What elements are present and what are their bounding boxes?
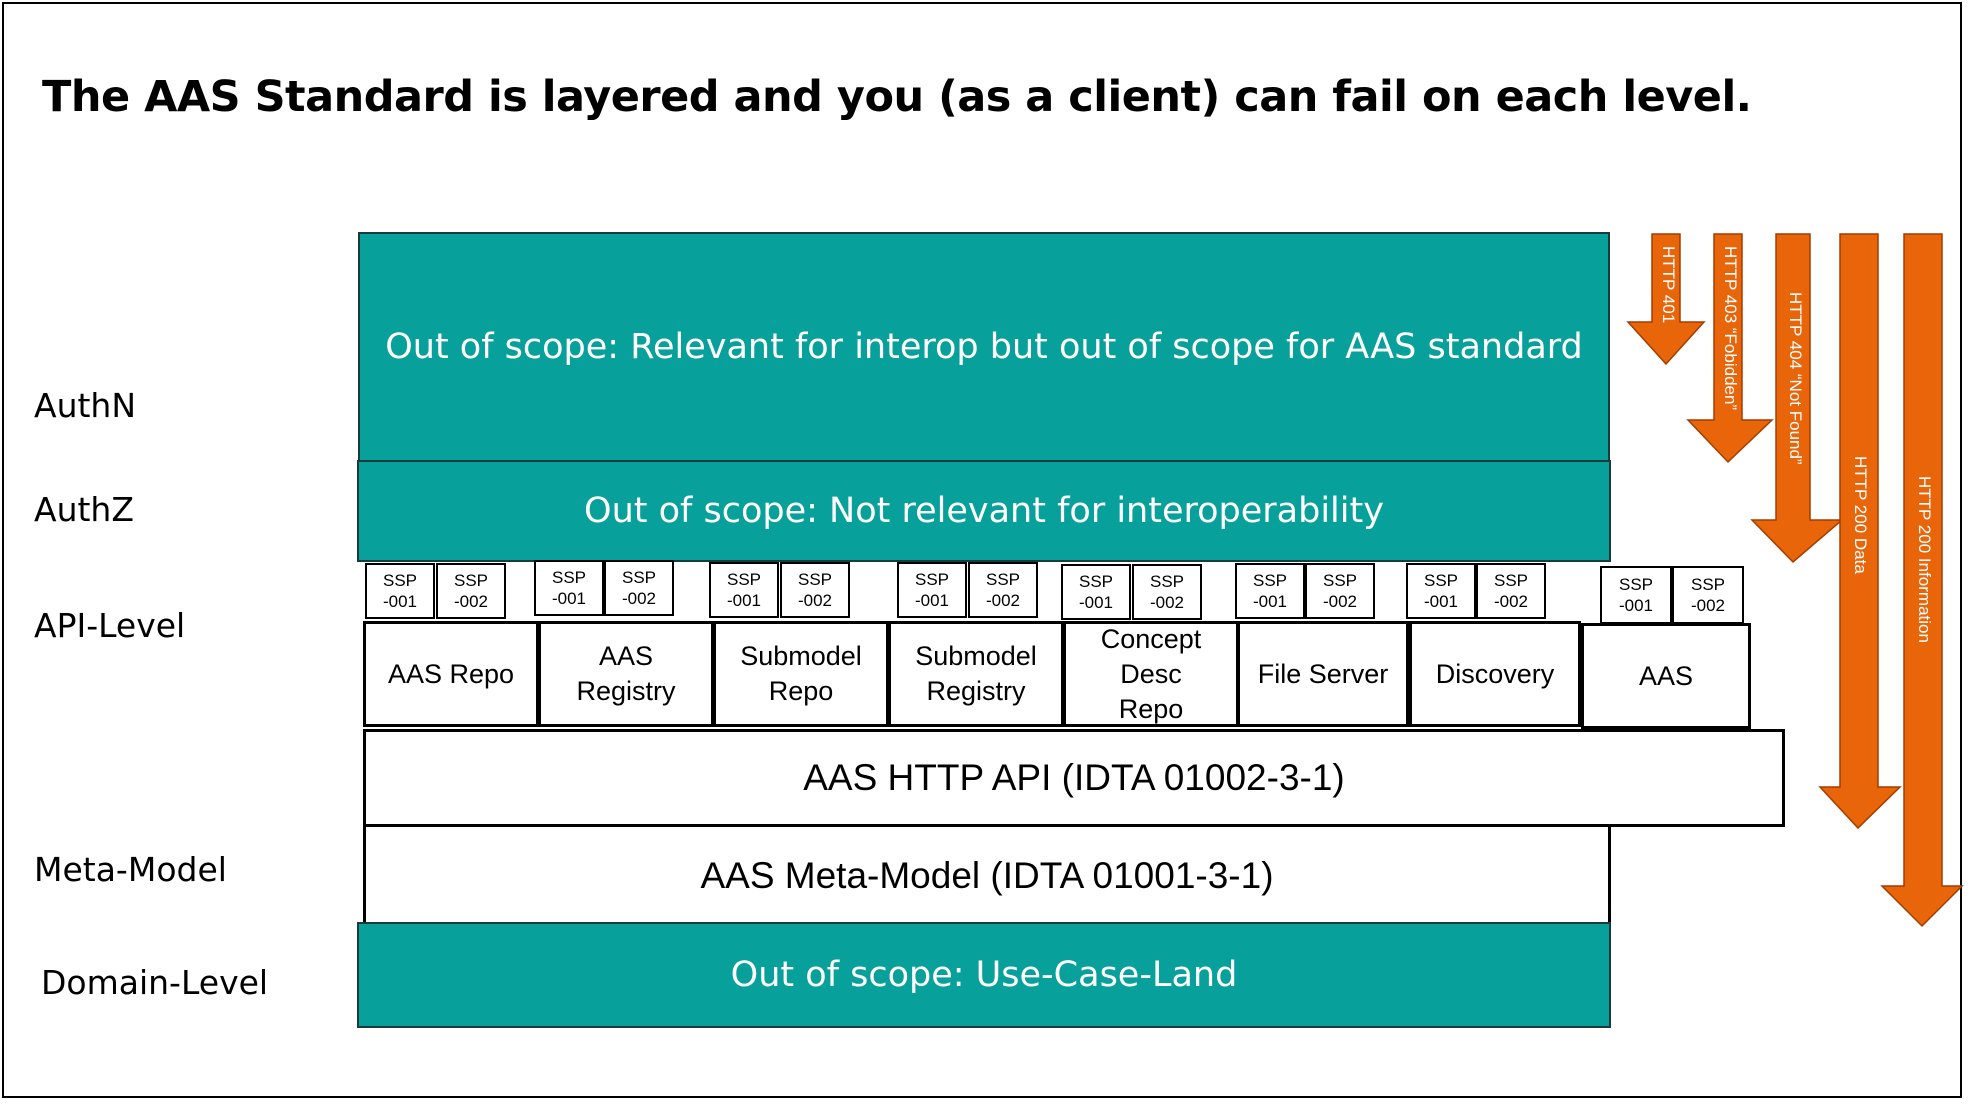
arrow-http-200-information (1880, 233, 1964, 928)
service-aas-repo: AAS Repo (363, 621, 539, 727)
ssp-002-aas-registry: SSP -002 (604, 560, 674, 616)
service-aas: AAS (1581, 623, 1751, 729)
service-submodel-registry: Submodel Registry (888, 621, 1064, 727)
ssp-001-discovery: SSP -001 (1406, 563, 1476, 619)
ssp-001-concept-desc-repo: SSP -001 (1061, 564, 1131, 620)
ssp-002-submodel-registry: SSP -002 (968, 562, 1038, 618)
domain-out-of-scope-box: Out of scope: Use-Case-Land (357, 922, 1611, 1028)
slide-title: The AAS Standard is layered and you (as … (42, 72, 1752, 122)
ssp-002-discovery: SSP -002 (1476, 563, 1546, 619)
aas-http-api-layer: AAS HTTP API (IDTA 01002-3-1) (363, 729, 1785, 827)
domain-box-text: Out of scope: Use-Case-Land (730, 955, 1238, 995)
level-label-meta-model: Meta-Model (34, 850, 227, 889)
arrow-label-http-200-data: HTTP 200 Data (1851, 456, 1870, 574)
service-submodel-repo: Submodel Repo (713, 621, 889, 727)
http-api-text: AAS HTTP API (IDTA 01002-3-1) (803, 757, 1345, 798)
ssp-001-submodel-registry: SSP -001 (897, 562, 967, 618)
level-label-authz: AuthZ (34, 490, 134, 529)
ssp-001-file-server: SSP -001 (1235, 563, 1305, 619)
ssp-002-submodel-repo: SSP -002 (780, 562, 850, 618)
ssp-001-aas-registry: SSP -001 (534, 560, 604, 616)
arrow-label-http-404: HTTP 404 “Not Found” (1786, 292, 1805, 465)
level-label-api: API-Level (34, 606, 186, 645)
service-aas-registry: AAS Registry (538, 621, 714, 727)
meta-model-text: AAS Meta-Model (IDTA 01001-3-1) (700, 854, 1274, 896)
arrow-http-401 (1626, 233, 1706, 366)
ssp-001-submodel-repo: SSP -001 (709, 562, 779, 618)
service-file-server: File Server (1237, 621, 1409, 727)
service-discovery: Discovery (1409, 621, 1581, 727)
authn-box-text: Out of scope: Relevant for interop but o… (385, 327, 1583, 367)
ssp-002-aas-repo: SSP -002 (436, 563, 506, 619)
ssp-002-file-server: SSP -002 (1305, 563, 1375, 619)
authz-out-of-scope-box: Out of scope: Not relevant for interoper… (357, 460, 1611, 562)
ssp-001-aas-repo: SSP -001 (365, 563, 435, 619)
authn-out-of-scope-box: Out of scope: Relevant for interop but o… (358, 232, 1610, 462)
level-label-domain: Domain-Level (41, 963, 269, 1002)
ssp-002-concept-desc-repo: SSP -002 (1132, 564, 1202, 620)
arrow-label-http-401: HTTP 401 (1659, 246, 1678, 324)
aas-meta-model-layer: AAS Meta-Model (IDTA 01001-3-1) (363, 824, 1611, 924)
arrow-http-200-data (1818, 233, 1902, 830)
ssp-001-aas: SSP -001 (1600, 566, 1672, 624)
arrow-http-403 (1686, 233, 1774, 464)
authz-box-text: Out of scope: Not relevant for interoper… (584, 491, 1384, 531)
level-label-authn: AuthN (34, 386, 137, 425)
arrow-http-404 (1750, 233, 1845, 564)
service-concept-desc-repo: Concept Desc Repo (1063, 621, 1239, 727)
arrow-label-http-403: HTTP 403 “Fobidden” (1721, 246, 1740, 411)
arrow-label-http-200-information: HTTP 200 Information (1915, 476, 1934, 643)
